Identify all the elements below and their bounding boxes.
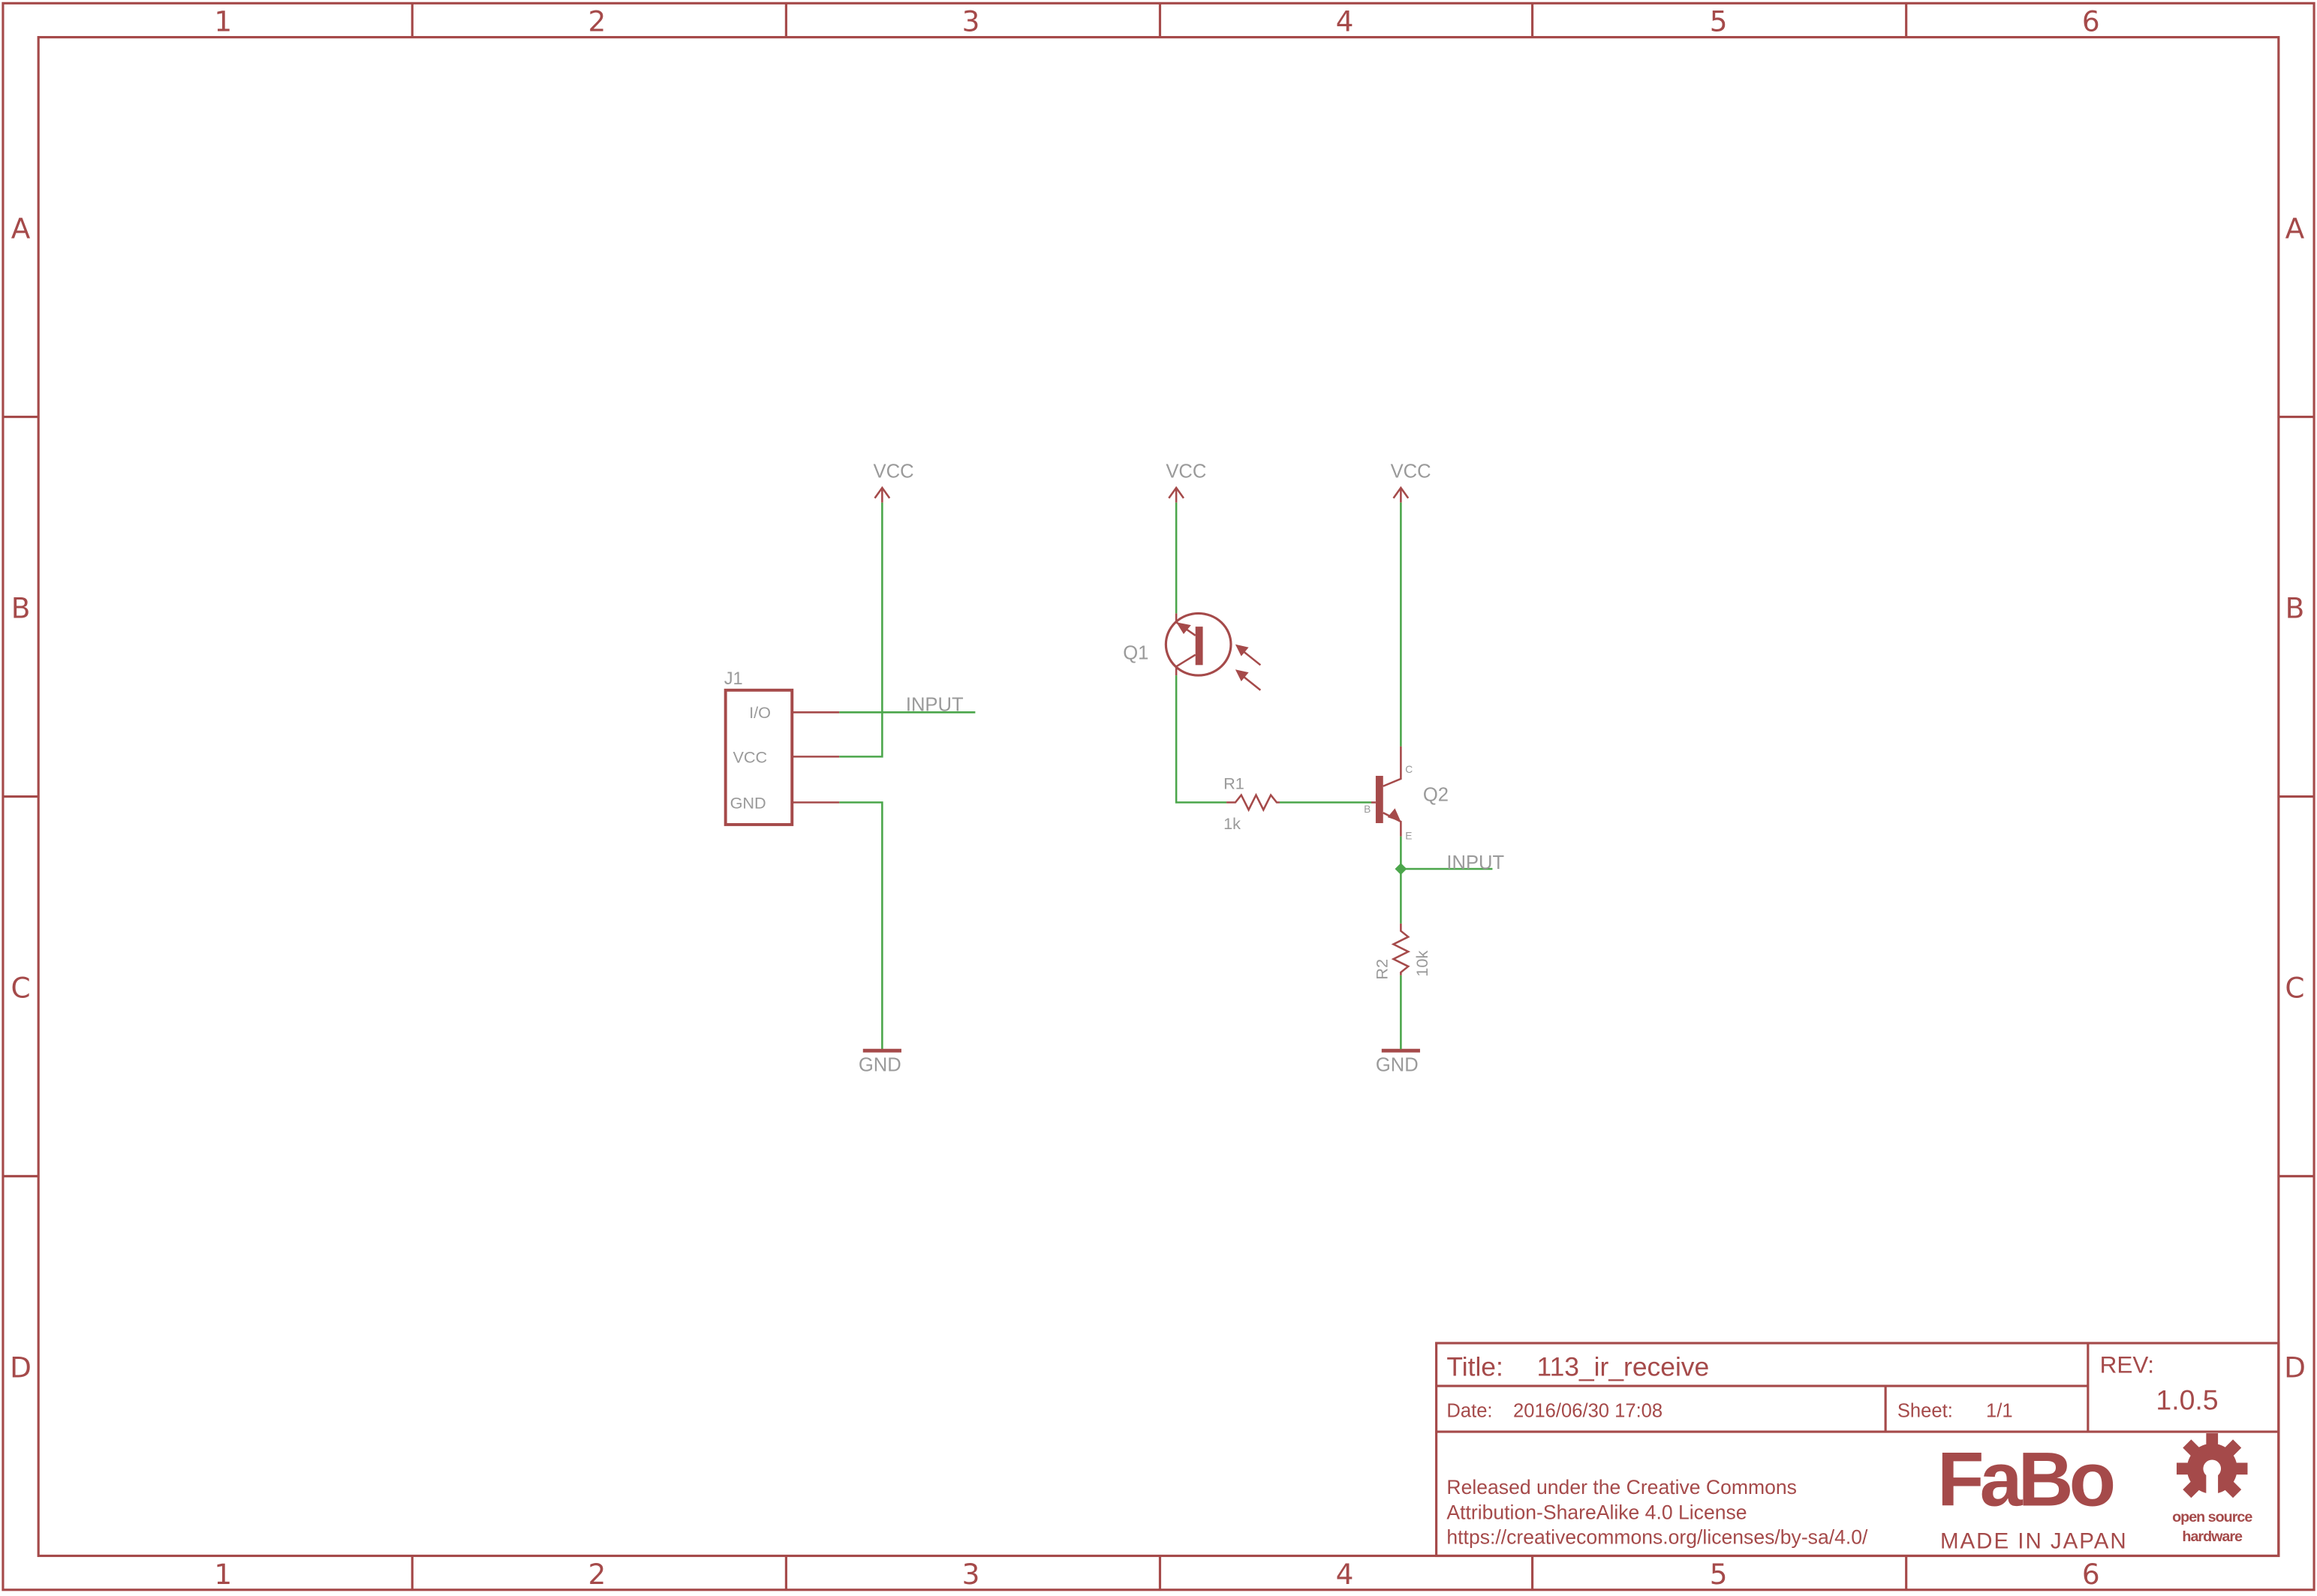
sheet-label: Sheet: <box>1897 1400 1953 1421</box>
fabo-logo: FaBo MADE IN JAPAN <box>1937 1436 2128 1554</box>
svg-text:open source: open source <box>2172 1509 2252 1525</box>
col-label: 2 <box>588 1558 606 1591</box>
sheet-value: 1/1 <box>1986 1400 2013 1421</box>
row-label: A <box>11 212 31 245</box>
q2-pin-b: B <box>1364 804 1371 815</box>
gnd-symbol: GND <box>859 1048 901 1076</box>
r1-value: 1k <box>1223 814 1241 833</box>
q2-pin-c: C <box>1405 764 1413 775</box>
r2-value: 10k <box>1413 951 1431 977</box>
row-label: B <box>2285 591 2305 624</box>
wires-j1 <box>839 502 976 1050</box>
col-label: 4 <box>1336 1558 1354 1591</box>
svg-text:MADE IN JAPAN: MADE IN JAPAN <box>1940 1529 2128 1554</box>
j1-pin-io: I/O <box>749 703 771 722</box>
col-label: 5 <box>1710 5 1728 38</box>
rev-value: 1.0.5 <box>2156 1384 2218 1416</box>
oshw-logo: open source hardware <box>2172 1433 2253 1545</box>
col-label: 3 <box>962 5 980 38</box>
r2-ref: R2 <box>1373 959 1392 980</box>
svg-text:GND: GND <box>1376 1055 1419 1076</box>
connector-j1[interactable]: J1 I/O VCC GND <box>724 669 840 826</box>
license-link: https://creativecommons.org/licenses/by-… <box>1446 1526 1868 1549</box>
junction-dot <box>1395 863 1407 875</box>
svg-text:VCC: VCC <box>1166 461 1206 482</box>
wires-q1 <box>1175 502 1371 804</box>
rev-label: REV: <box>2100 1351 2154 1378</box>
j1-pin-vcc: VCC <box>733 747 768 766</box>
col-label: 2 <box>588 5 606 38</box>
row-label: C <box>11 971 31 1004</box>
vcc-symbol: VCC <box>1391 461 1431 503</box>
svg-text:GND: GND <box>859 1055 901 1076</box>
svg-text:hardware: hardware <box>2182 1528 2243 1545</box>
col-label: 6 <box>2082 5 2100 38</box>
date-label: Date: <box>1446 1400 1492 1421</box>
col-label: 1 <box>214 1558 232 1591</box>
row-label: D <box>10 1351 32 1384</box>
title-block: Title: 113_ir_receive Date: 2016/06/30 1… <box>1435 1342 2280 1558</box>
j1-ref: J1 <box>724 669 743 689</box>
r1-ref: R1 <box>1223 774 1244 793</box>
q2-pin-e: E <box>1405 831 1412 842</box>
resistor-r1[interactable]: R1 1k <box>1223 774 1280 833</box>
q2-ref: Q2 <box>1423 784 1449 805</box>
net-label-input: INPUT <box>1446 852 1504 873</box>
q1-ref: Q1 <box>1123 642 1148 663</box>
svg-text:FaBo: FaBo <box>1937 1436 2114 1522</box>
row-label: D <box>2284 1351 2306 1384</box>
gear-icon <box>2176 1433 2248 1498</box>
col-label: 3 <box>962 1558 980 1591</box>
transistor-q2[interactable]: B C E Q2 <box>1364 746 1449 842</box>
col-label: 6 <box>2082 1558 2100 1591</box>
svg-text:VCC: VCC <box>1391 461 1431 482</box>
title-value: 113_ir_receive <box>1537 1351 1710 1381</box>
date-value: 2016/06/30 17:08 <box>1513 1400 1663 1421</box>
svg-text:VCC: VCC <box>874 461 914 482</box>
license-line: Released under the Creative Commons <box>1446 1476 1797 1498</box>
j1-pin-gnd: GND <box>730 793 766 812</box>
row-label: A <box>2285 212 2305 245</box>
wires-q2 <box>1395 502 1493 1050</box>
title-label: Title: <box>1446 1351 1503 1381</box>
row-label: B <box>11 591 31 624</box>
vcc-symbol: VCC <box>874 461 914 503</box>
vcc-symbol: VCC <box>1166 461 1206 503</box>
phototransistor-q1[interactable]: Q1 <box>1123 612 1262 691</box>
net-label-input: INPUT <box>906 694 964 715</box>
resistor-r2[interactable]: R2 10k <box>1373 923 1431 980</box>
license-line: Attribution-ShareAlike 4.0 License <box>1446 1501 1747 1523</box>
col-label: 5 <box>1710 1558 1728 1591</box>
row-label: C <box>2285 971 2304 1004</box>
col-label: 1 <box>214 5 232 38</box>
gnd-symbol: GND <box>1376 1048 1420 1076</box>
col-label: 4 <box>1336 5 1354 38</box>
